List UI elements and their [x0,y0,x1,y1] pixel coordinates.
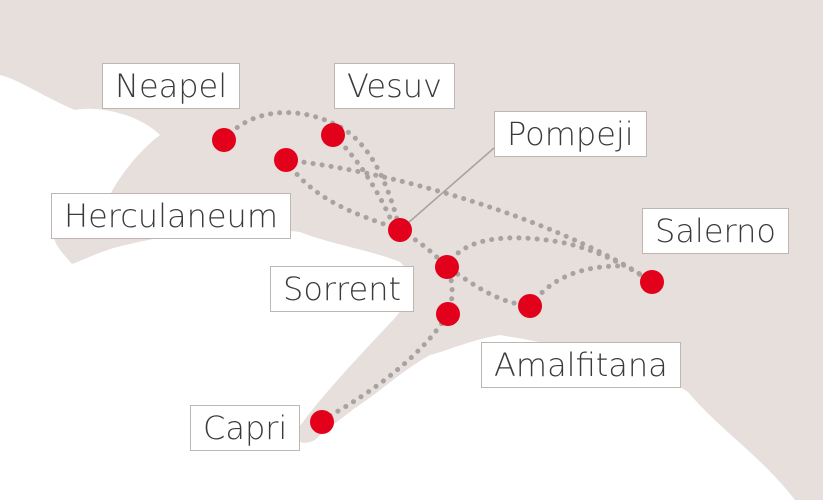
marker-neapel[interactable] [212,128,236,152]
marker-sorrent[interactable] [435,255,459,279]
marker-pompeji[interactable] [388,218,412,242]
label-vesuv: Vesuv [334,63,455,109]
route-herculaneum-sorrent-amalfitana [283,157,533,309]
route-sorrent-salerno [444,235,655,285]
route-herculaneum-salerno [283,157,655,285]
marker-amalfitana[interactable] [518,294,542,318]
marker-herculaneum[interactable] [274,148,298,172]
label-pompeji: Pompeji [494,111,647,157]
routes [221,110,655,423]
label-neapel: Neapel [102,63,241,109]
marker-capri[interactable] [310,410,334,434]
route-capri-sorrent [319,264,455,423]
label-salerno: Salerno [642,208,789,254]
label-amalfitana: Amalfitana [481,342,681,388]
marker-sorrent-port[interactable] [436,302,460,326]
label-herculaneum: Herculaneum [51,193,291,239]
route-vesuv-herculaneum [330,132,395,225]
label-capri: Capri [190,405,301,451]
marker-vesuv[interactable] [321,123,345,147]
pompeji-leader-line [399,147,495,231]
marker-salerno[interactable] [640,270,664,294]
label-sorrent: Sorrent [270,266,415,312]
